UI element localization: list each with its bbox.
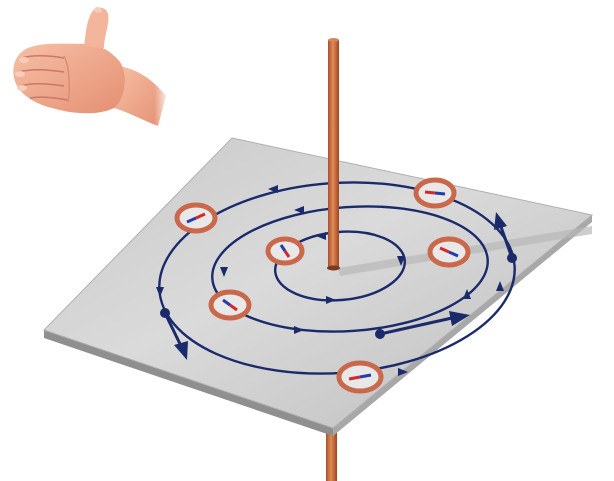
wire — [327, 38, 340, 271]
compass-1 — [177, 205, 215, 231]
wire-upper-segment — [328, 40, 339, 268]
compass-4 — [430, 239, 468, 265]
compass-3 — [416, 180, 454, 206]
thumbs-up-hand-icon — [13, 7, 170, 132]
compass-6 — [339, 363, 381, 391]
wire-top-cap — [328, 38, 339, 42]
wire-plate-hole — [327, 266, 340, 271]
compass-2 — [268, 239, 302, 263]
compass-5 — [211, 292, 249, 318]
plate-top — [44, 138, 592, 428]
plate — [44, 138, 592, 436]
